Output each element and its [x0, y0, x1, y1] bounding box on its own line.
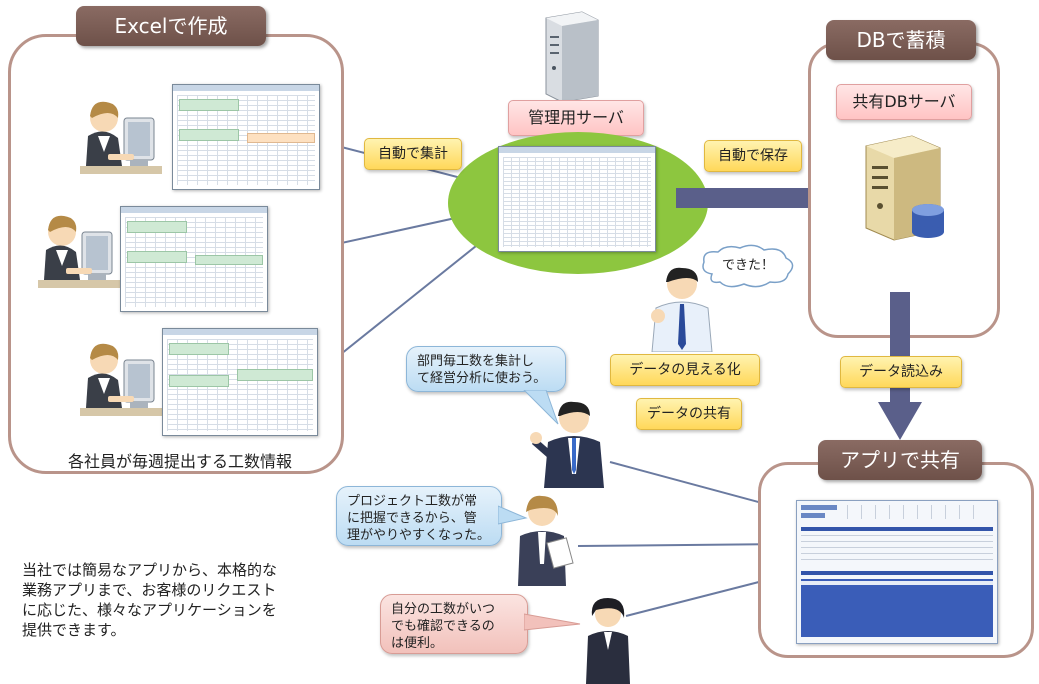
- speech-cloud-shape: [702, 244, 794, 288]
- app-panel-title: アプリで共有: [818, 440, 982, 480]
- done-speech-text: できた！: [721, 258, 774, 273]
- pleased-employee-icon: [651, 267, 713, 352]
- excel-panel-title: Excelで作成: [76, 6, 266, 46]
- manager-icon: [530, 401, 604, 488]
- staff-woman-icon: [586, 598, 630, 684]
- timesheet-thumbnail-2: [120, 206, 268, 312]
- pm-speech-bubble: プロジェクト工数が常 に把握できるから、管 理がやりやすくなった。: [336, 486, 502, 546]
- save-to-db-arrow: [676, 178, 846, 218]
- excel-caption: 各社員が毎週提出する工数情報: [67, 452, 292, 471]
- bubble-tail: [523, 390, 559, 425]
- data-visualize-label: データの見える化: [610, 354, 760, 386]
- management-server-label: 管理用サーバ: [508, 100, 644, 136]
- data-load-label: データ読込み: [840, 356, 962, 388]
- timesheet-thumbnail-1: [172, 84, 320, 190]
- staff-speech-bubble: 自分の工数がいつ でも確認できるの は便利。: [380, 594, 528, 654]
- arrow-sheet3-to-server: [325, 227, 500, 367]
- aggregated-sheet-thumbnail: [498, 146, 656, 252]
- shared-db-server-label: 共有DBサーバ: [836, 84, 972, 120]
- bubble-tail: [498, 505, 528, 525]
- employee-at-pc-icon: [80, 343, 162, 416]
- auto-save-label: 自動で保存: [704, 140, 802, 172]
- timesheet-thumbnail-3: [162, 328, 318, 436]
- db-panel-title: DBで蓄積: [826, 20, 976, 60]
- company-note: 当社では簡易なアプリから、本格的な 業務アプリまで、お客様のリクエスト に応じた…: [22, 561, 278, 639]
- employee-at-pc-icon: [80, 101, 162, 174]
- employee-at-pc-icon: [38, 215, 120, 288]
- bubble-tail: [524, 613, 581, 631]
- data-share-label: データの共有: [636, 398, 742, 430]
- arrow-pm-to-app: [577, 534, 790, 555]
- auto-aggregate-label: 自動で集計: [364, 138, 462, 170]
- project-manager-icon: [518, 495, 574, 586]
- app-screen-thumbnail: [796, 500, 998, 644]
- database-server-icon: [865, 135, 944, 241]
- server-tower-icon: [545, 11, 599, 103]
- manager-speech-bubble: 部門毎工数を集計し て経営分析に使おう。: [406, 346, 566, 392]
